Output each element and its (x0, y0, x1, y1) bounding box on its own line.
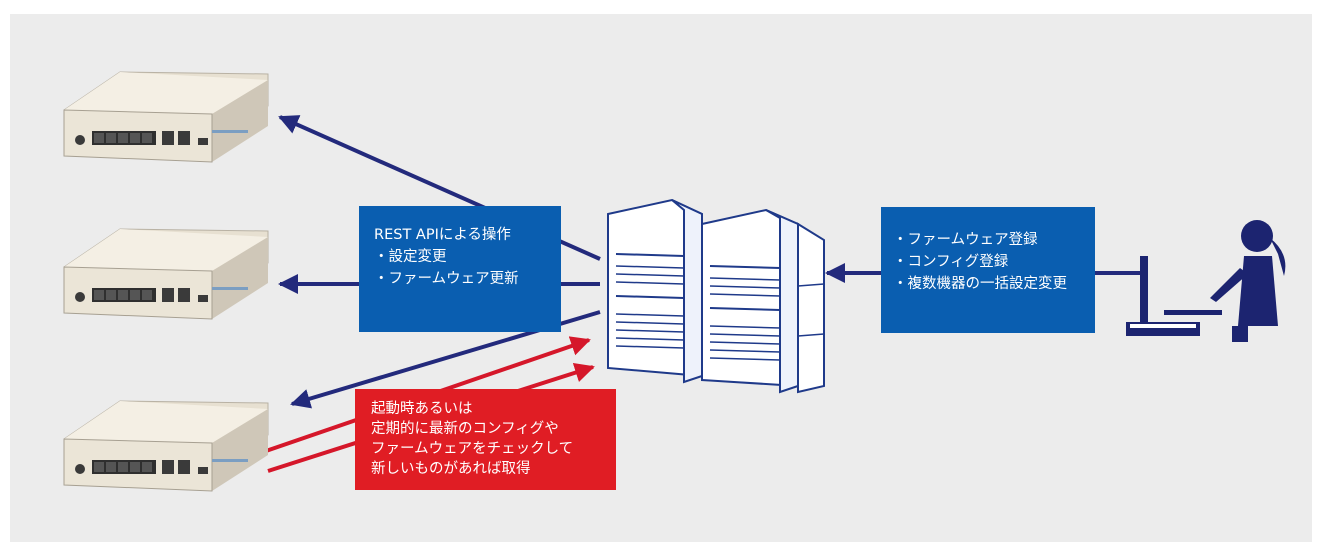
rest-api-operation-box: REST APIによる操作 ・設定変更 ・ファームウェア更新 (359, 206, 561, 332)
api-item-firmware-update: ・ファームウェア更新 (374, 271, 519, 287)
registration-box: ・ファームウェア登録 ・コンフィグ登録 ・複数機器の一括設定変更 (881, 207, 1095, 333)
red-box-line-1: 起動時あるいは (371, 401, 473, 417)
router-device-icon (63, 400, 269, 492)
person-at-computer-icon (1126, 220, 1286, 342)
user-item-bulk-settings-change: ・複数機器の一括設定変更 (893, 276, 1067, 292)
red-box-line-3: ファームウェアをチェックして (371, 441, 574, 457)
diagram-canvas: REST APIによる操作 ・設定変更 ・ファームウェア更新 ・ファームウェア登… (10, 14, 1312, 542)
server-icon (607, 198, 825, 394)
rest-api-title: REST APIによる操作 (374, 227, 511, 243)
red-box-line-4: 新しいものがあれば取得 (371, 461, 531, 477)
user-item-firmware-register: ・ファームウェア登録 (893, 232, 1038, 248)
api-item-settings-change: ・設定変更 (374, 249, 447, 265)
red-box-line-2: 定期的に最新のコンフィグや (371, 421, 559, 437)
router-device-icon (63, 71, 269, 163)
user-item-config-register: ・コンフィグ登録 (893, 254, 1009, 270)
router-device-icon (63, 228, 269, 320)
auto-update-check-box: 起動時あるいは 定期的に最新のコンフィグや ファームウェアをチェックして 新しい… (355, 389, 616, 490)
